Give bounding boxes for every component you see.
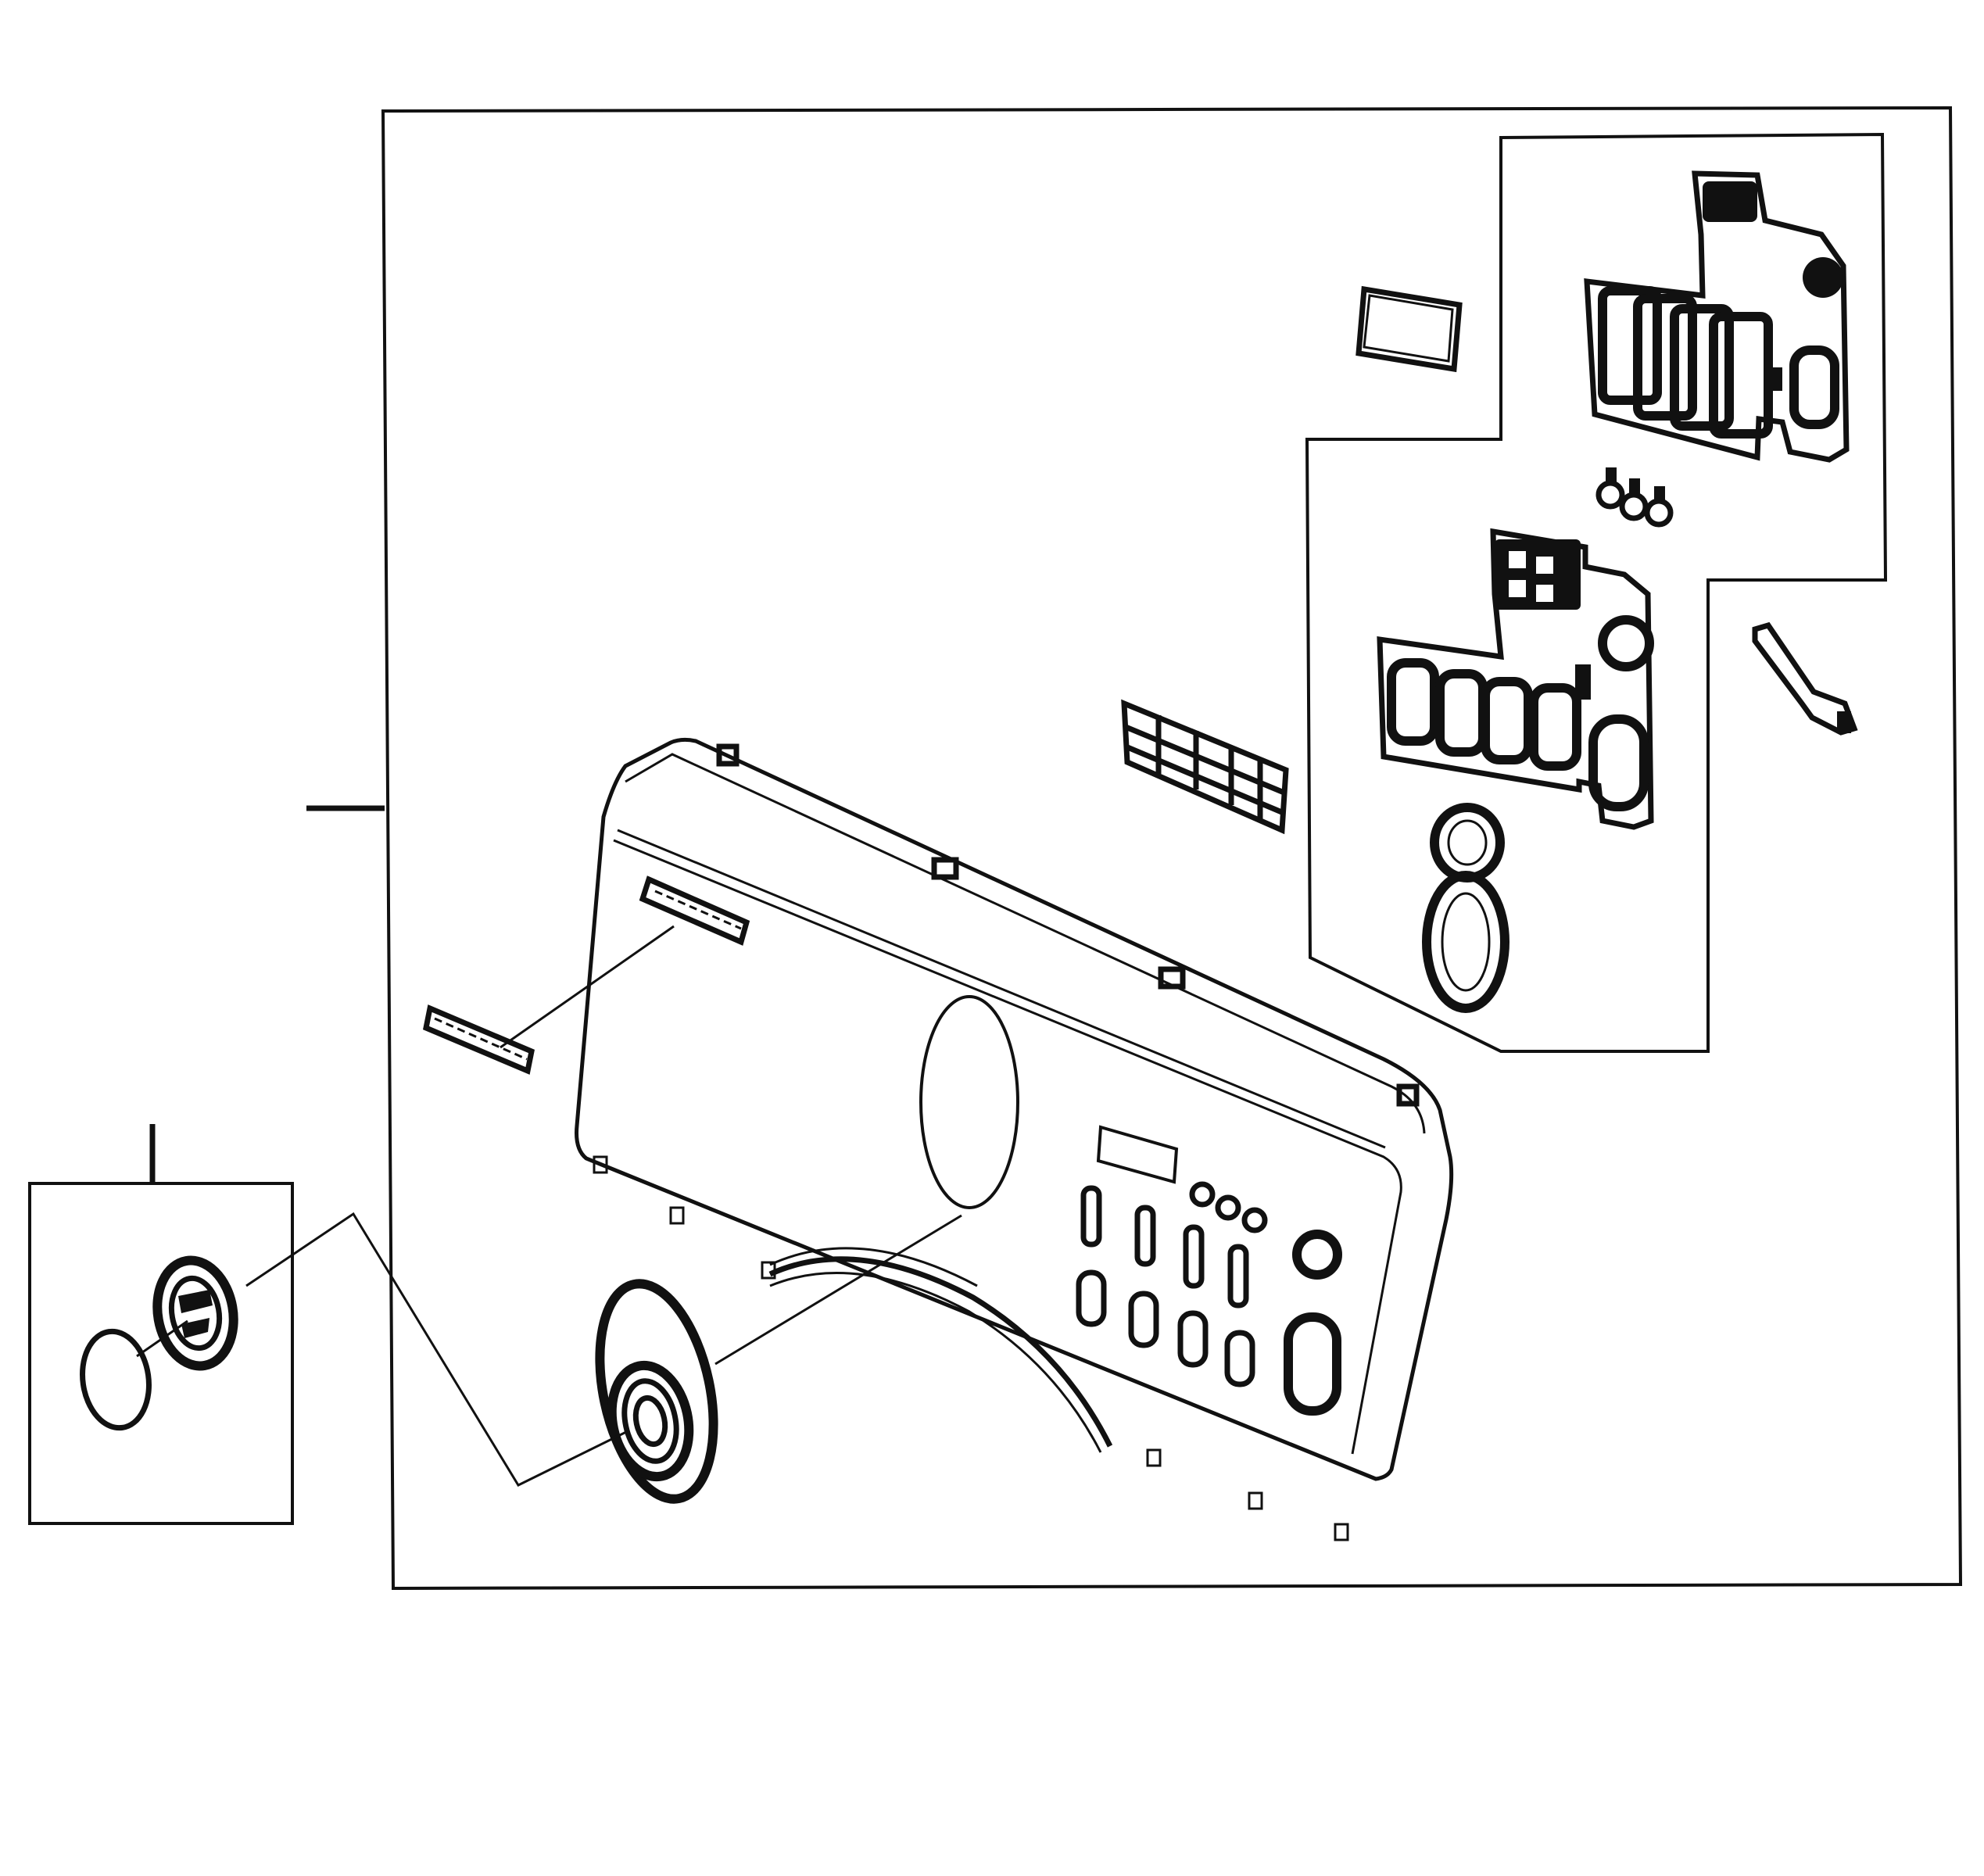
button-cap-1: [1595, 467, 1625, 510]
lower-keypad-membrane: [1377, 528, 1654, 830]
button-cap-2: [1619, 478, 1649, 521]
lever-clip-part: [1752, 621, 1858, 736]
panel-buttons: [1076, 1181, 1342, 1416]
display-lens-part: [1355, 285, 1463, 373]
panel-dial-window: [714, 995, 1019, 1366]
selector-knob-assembly: [595, 1279, 718, 1504]
small-button-caps: [1595, 467, 1674, 528]
panel-wire-channel: [768, 1247, 1113, 1453]
inset-sub-parts-frame: [1305, 132, 1888, 1053]
panel-display-window: [1096, 1125, 1179, 1184]
vent-label-part: [423, 925, 675, 1075]
assembly-2-leader: [245, 1212, 630, 1487]
assembly-2-knob-cap: [80, 1319, 188, 1431]
figure-eight-gasket: [1422, 803, 1509, 1013]
button-cap-3: [1644, 486, 1674, 528]
panel-vent-slots: [639, 875, 750, 946]
led-diffuser-grid: [1121, 699, 1289, 835]
assembly-2-frame: [28, 1182, 294, 1525]
upper-keypad-membrane: [1584, 170, 1850, 463]
assembly-1-frame: [381, 106, 1963, 1591]
assembly-2-knob: [152, 1255, 238, 1371]
